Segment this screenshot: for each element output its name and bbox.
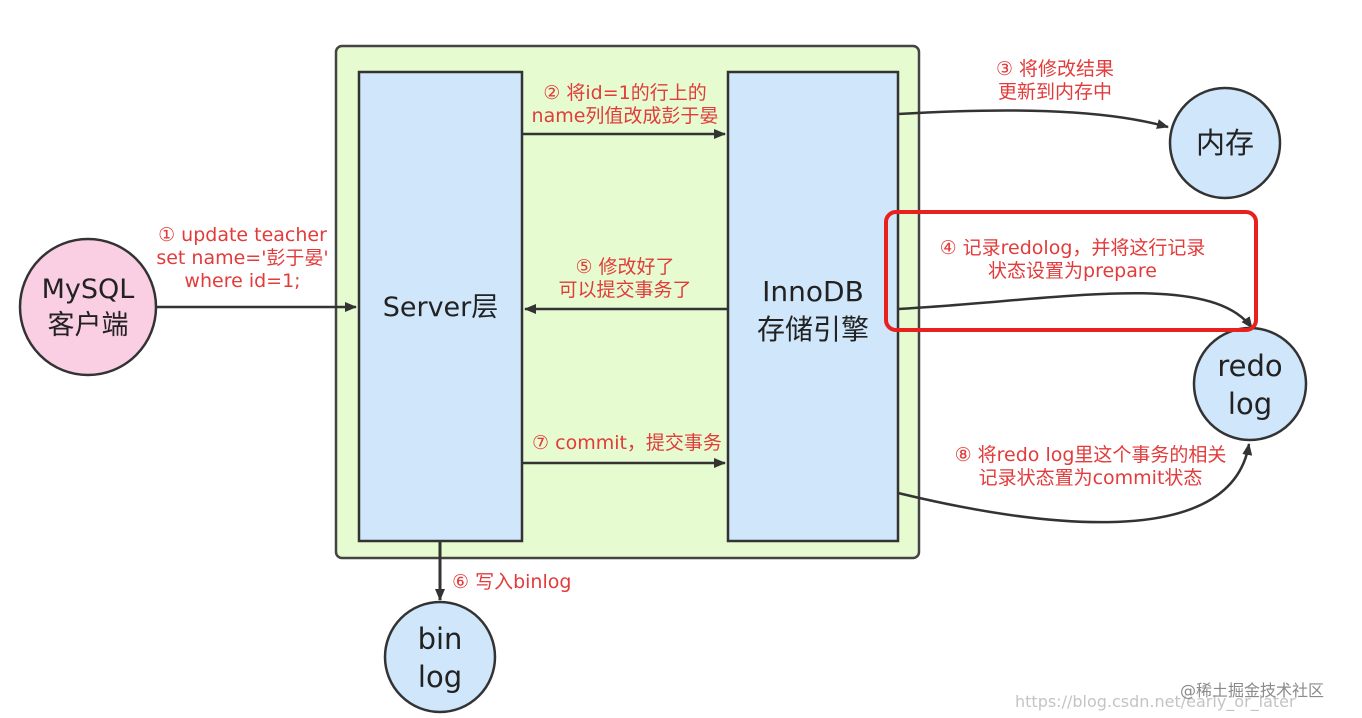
step-5-label: ⑤ 修改好了 可以提交事务了 xyxy=(558,256,692,301)
arrow-innodb-to-memory xyxy=(897,109,1169,129)
highlight-box xyxy=(884,210,1258,332)
mysql-client-label: MySQL 客户端 xyxy=(41,274,135,341)
site-credit: @稀土掘金技术社区 xyxy=(1180,681,1325,700)
innodb-box xyxy=(726,70,900,543)
step-4-label: ④ 记录redolog，并将这行记录 状态设置为prepare xyxy=(939,237,1206,282)
arrow-innodb-to-redo-commit xyxy=(897,443,1253,524)
step-7-label: ⑦ commit，提交事务 xyxy=(532,432,722,454)
source-url: https://blog.csdn.net/early_or_later xyxy=(1015,692,1296,711)
redo-log-label: redo log xyxy=(1217,349,1283,421)
step-2-label: ② 将id=1的行上的 name列值改成彭于晏 xyxy=(531,82,719,127)
step-8-label: ⑧ 将redo log里这个事务的相关 记录状态置为commit状态 xyxy=(954,444,1227,489)
binlog-circle xyxy=(383,600,497,714)
arrow-innodb-to-redo-prepare xyxy=(897,291,1254,329)
memory-circle xyxy=(1168,86,1282,200)
server-layer-label: Server层 xyxy=(382,292,499,323)
memory-label: 内存 xyxy=(1195,126,1254,160)
innodb-label: InnoDB 存储引擎 xyxy=(756,275,869,346)
step-6-label: ⑥ 写入binlog xyxy=(452,571,572,593)
step-1-label: ① update teacher set name='彭于晏' where id… xyxy=(156,224,329,292)
mysql-client-circle xyxy=(18,237,158,377)
step-3-label: ③ 将修改结果 更新到内存中 xyxy=(995,58,1115,103)
binlog-label: bin log xyxy=(417,622,463,694)
server-layer-box xyxy=(357,70,524,543)
